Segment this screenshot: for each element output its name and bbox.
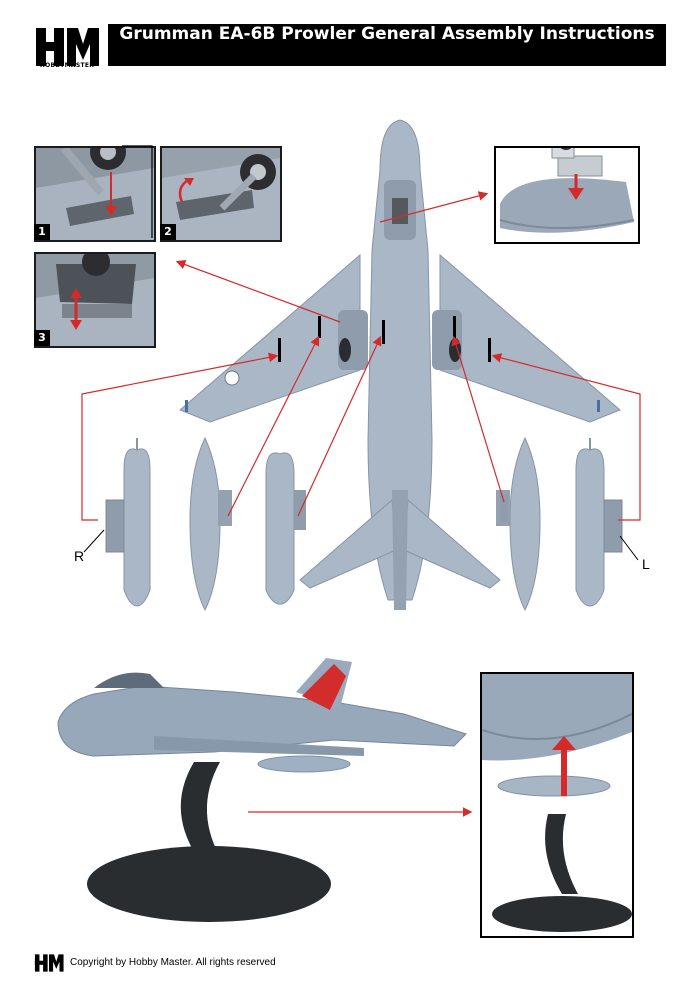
step-2-badge: 2 bbox=[160, 224, 176, 240]
step-3-photo bbox=[34, 252, 156, 348]
jammer-pod-center bbox=[265, 452, 306, 605]
display-model-photo bbox=[57, 658, 467, 922]
right-wing bbox=[439, 253, 621, 423]
stand-arm bbox=[180, 762, 224, 864]
pylon-slot bbox=[278, 338, 281, 362]
page-title: Grumman EA-6B Prowler General Assembly I… bbox=[119, 24, 655, 44]
copyright-text: Copyright by Hobby Master. All rights re… bbox=[70, 957, 276, 968]
jammer-pod-right bbox=[105, 438, 151, 607]
step-1-photo bbox=[34, 146, 156, 242]
step-2-photo bbox=[160, 146, 282, 242]
left-side-label: L bbox=[642, 556, 650, 572]
left-wing bbox=[179, 253, 361, 423]
step-3-badge: 3 bbox=[34, 330, 50, 346]
pods-row bbox=[105, 436, 623, 612]
step-1-badge: 1 bbox=[34, 224, 50, 240]
jammer-pod-left bbox=[575, 438, 623, 607]
brand-logo-icon bbox=[36, 28, 99, 66]
right-side-label: R bbox=[74, 548, 85, 564]
fuel-tank-left bbox=[189, 436, 232, 612]
nose-gear-panel bbox=[494, 134, 640, 244]
stand-detail-panel bbox=[480, 672, 634, 938]
jammer-pod-right-2 bbox=[496, 449, 524, 606]
stand-base bbox=[87, 846, 331, 922]
brand-name: HOBBYMASTER bbox=[39, 62, 95, 69]
footer-logo-icon bbox=[34, 954, 64, 972]
pylon-slot bbox=[318, 316, 321, 338]
pylon-slot bbox=[453, 316, 456, 338]
pylon-slot bbox=[488, 338, 491, 362]
pylon-slot bbox=[382, 320, 385, 344]
title-bar bbox=[108, 24, 666, 66]
